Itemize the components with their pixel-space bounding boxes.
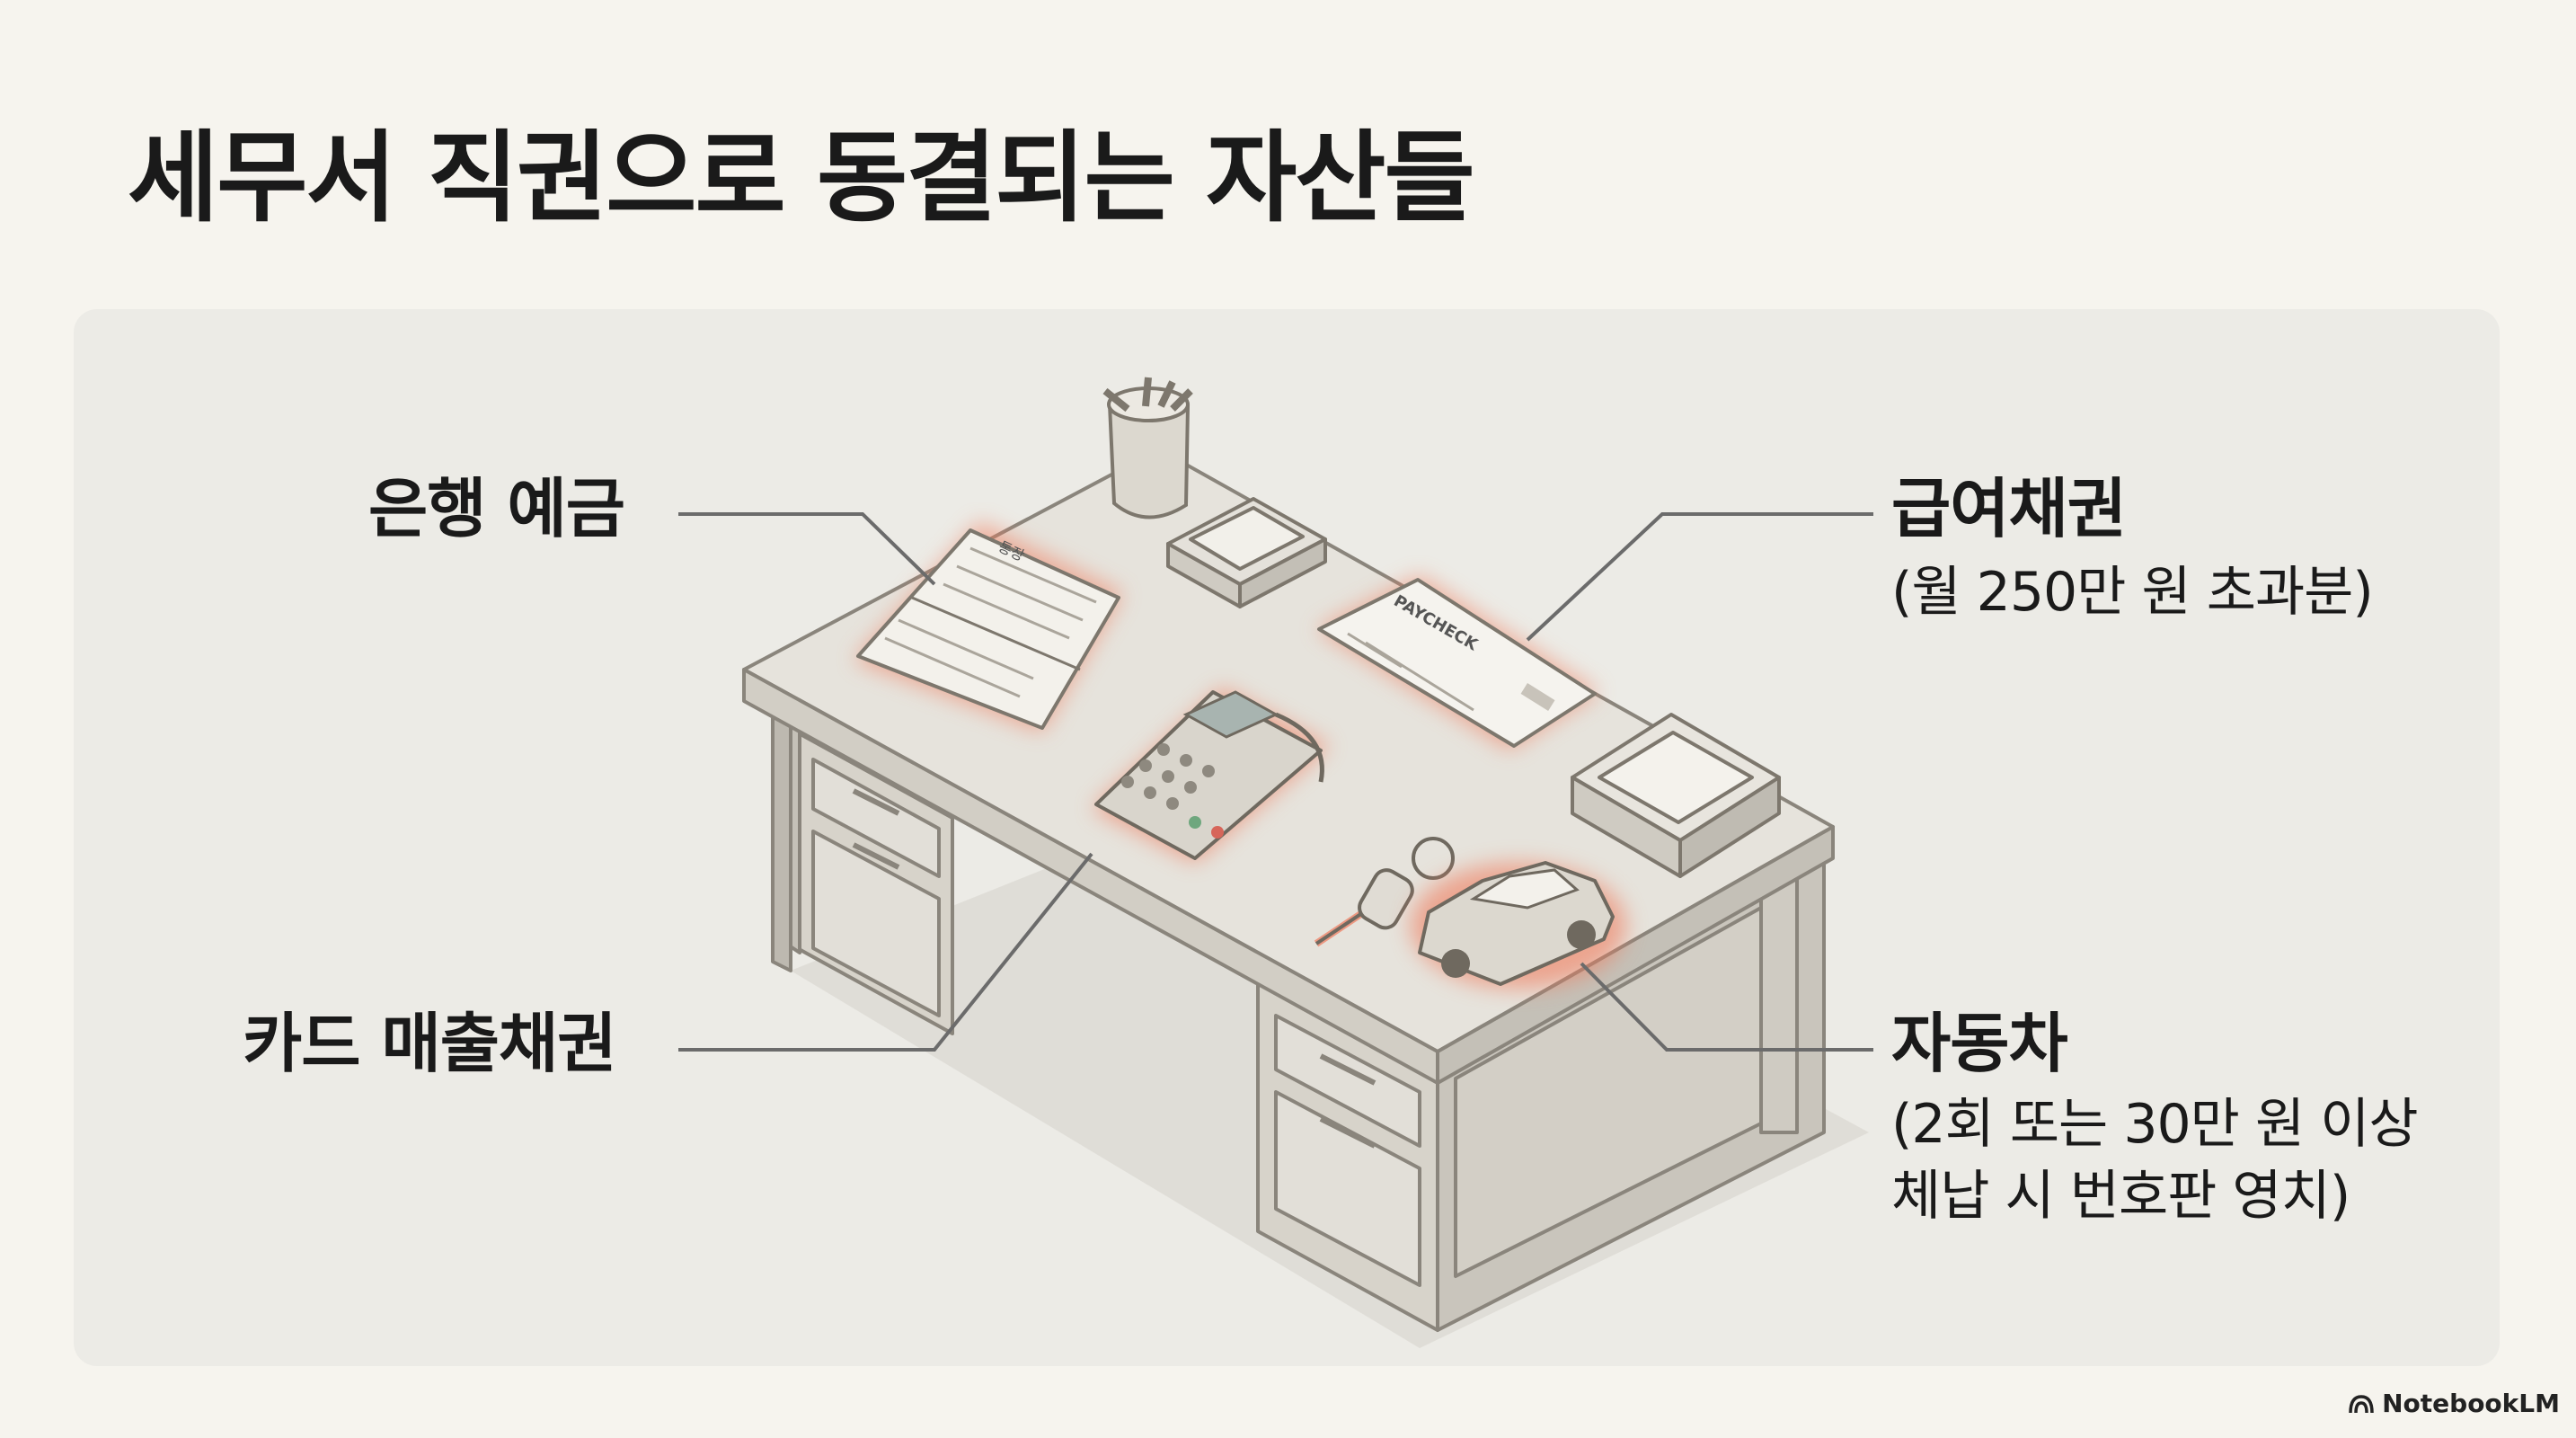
leader-lines [678,512,1873,1052]
label-car-note-line2: 체납 시 번호판 영치) [1891,1165,2350,1228]
label-car-note-line1: (2회 또는 30만 원 이상 [1891,1093,2419,1156]
notebooklm-logo-icon [2349,1394,2374,1413]
label-salary-note: (월 250만 원 초과분) [1891,561,2374,624]
label-card-receivables: 카드 매출채권 [243,1006,617,1081]
card-terminal-icon [1092,688,1330,863]
desk-body [771,704,1826,1332]
letter-tray-icon [1571,713,1781,878]
car-icon [1411,861,1626,989]
note-holder-icon [1166,497,1327,608]
brand-mark: NotebookLM [2348,1389,2560,1418]
car-key-icon [1314,837,1455,947]
page-title: 세무서 직권으로 동결되는 자산들 [128,120,1475,235]
brand-name: NotebookLM [2382,1389,2560,1418]
label-car: 자동차 [1891,1006,2068,1081]
label-salary-claim: 급여채권 [1891,471,2127,546]
pencil-cup-icon [1102,377,1193,519]
bank-passbook-icon: 통장 [854,521,1123,732]
label-bank-deposit: 은행 예금 [368,471,625,546]
